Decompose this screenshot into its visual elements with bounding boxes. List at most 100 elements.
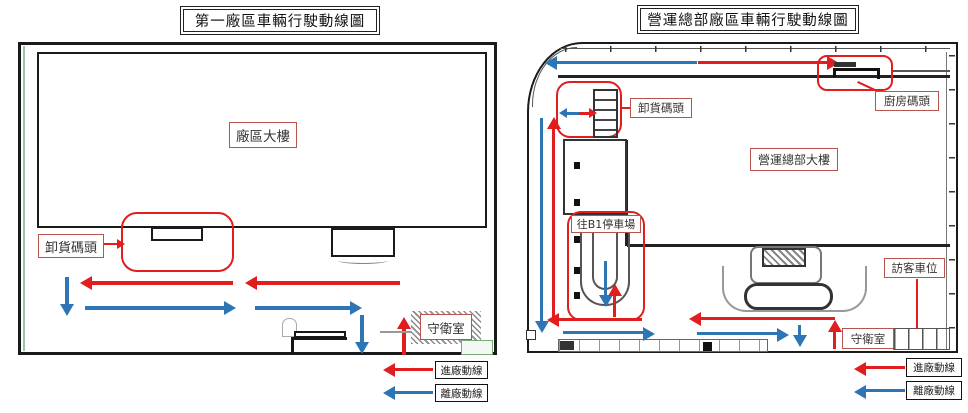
strip-structure <box>703 342 712 351</box>
gate-post <box>282 318 297 337</box>
factory-building <box>37 52 487 228</box>
exit-route-arrow-shaft <box>255 306 351 310</box>
legend-exit-arrow-head <box>854 385 866 399</box>
exit-route-arrow-head <box>355 342 369 354</box>
exit-route-arrow-shaft <box>798 325 801 336</box>
exit-route-arrow-shaft <box>567 112 579 115</box>
traffic-island <box>744 283 833 310</box>
entry-route-arrow-head <box>689 312 701 326</box>
kitchen-dock-highlight <box>817 55 893 91</box>
legend-exit-arrow-shaft <box>866 389 905 392</box>
entry-route-arrow-head <box>608 284 622 296</box>
exit-route-arrow-head <box>545 56 557 70</box>
unloading-dock-highlight <box>556 81 622 138</box>
entry-route-arrow-head <box>245 276 257 290</box>
legend-entry-arrow-shaft <box>395 368 433 371</box>
dock-label-connector <box>622 107 631 109</box>
dock-notch-2-arc <box>338 257 388 264</box>
parked-car <box>762 248 806 267</box>
entrance-road-curve <box>722 266 867 312</box>
bottom-parking-strip <box>558 339 768 352</box>
exit-route-arrow-head <box>777 328 789 342</box>
pillar <box>574 199 580 206</box>
exit-route-arrow-shaft <box>360 315 364 343</box>
entry-route-arrow-shaft <box>701 317 835 320</box>
visitor-parking-label: 訪客車位 <box>884 258 945 278</box>
pillar <box>574 292 580 299</box>
tower-block <box>563 139 627 215</box>
exit-route-arrow-shaft <box>563 331 644 334</box>
entry-route-arrow-shaft <box>552 129 555 321</box>
kitchen-dock-label: 廚房碼頭 <box>875 91 939 111</box>
gate-arm <box>294 331 346 338</box>
entry-route-arrow-head <box>80 276 92 290</box>
entry-route-arrow-head <box>547 313 559 327</box>
guard-road-line <box>380 331 412 333</box>
right-site-boundary <box>527 42 958 353</box>
boundary-inner-right-line <box>946 52 948 350</box>
pillar <box>574 267 580 274</box>
dock-notch-2 <box>331 228 395 257</box>
left-boundary-green-line <box>23 46 25 351</box>
exit-route-arrow-shaft <box>557 61 697 64</box>
right-diagram-title: 營運總部廠區車輛行駛動線圖 <box>636 4 860 35</box>
factory-building-label: 廠區大樓 <box>229 122 297 148</box>
hq-building-label: 營運總部大樓 <box>750 148 838 171</box>
left-site-boundary <box>18 42 497 355</box>
entry-route-arrow-shaft <box>698 61 828 64</box>
entry-route-arrow-head <box>828 320 842 332</box>
corner-green-structure <box>461 340 493 355</box>
visitor-parking-stalls <box>893 328 950 350</box>
exit-route-arrow-shaft <box>65 277 69 305</box>
left-diagram-title: 第一廠區車輛行駛動線圖 <box>179 5 381 36</box>
exit-route-arrow-shaft <box>85 306 225 310</box>
dock-notch-1 <box>151 227 203 241</box>
boundary-step-horizontal <box>291 337 347 340</box>
entry-route-arrow-shaft <box>402 329 406 355</box>
side-gate <box>526 330 536 340</box>
unloading-dock-highlight <box>121 212 234 272</box>
exit-route-arrow-shaft <box>604 261 607 297</box>
legend-entry-arrow-shaft <box>866 366 905 369</box>
visitor-label-connector <box>916 279 918 329</box>
hq-building-top-wall <box>558 75 950 78</box>
label-pointer-shaft <box>104 243 119 245</box>
b1-parking-label: 往B1停車場 <box>571 215 641 233</box>
entry-route-arrow-shaft <box>91 281 233 285</box>
label-pointer-head <box>117 239 125 249</box>
unloading-dock-label: 卸貨碼頭 <box>38 234 104 258</box>
exit-route-arrow-head <box>224 301 236 315</box>
top-wall-ticks <box>565 46 950 52</box>
wall-segment <box>893 70 950 72</box>
entry-route-arrow-head <box>397 317 411 329</box>
unloading-dock-label-right: 卸貨碼頭 <box>630 98 692 118</box>
legend-exit-label: 離廠動線 <box>906 381 962 400</box>
kitchen-dock-platform <box>834 62 856 67</box>
legend-entry-arrow-head <box>854 362 866 376</box>
entry-route-arrow-shaft <box>559 318 642 321</box>
entry-route-arrow-shaft <box>613 296 616 317</box>
exit-route-arrow-head <box>643 327 655 341</box>
exit-route-arrow-head <box>535 321 549 333</box>
exit-route-arrow-shaft <box>540 118 543 323</box>
entry-route-arrow-head <box>589 108 597 118</box>
legend-entry-label: 進廠動線 <box>906 358 962 377</box>
exit-route-arrow-shaft <box>697 332 778 335</box>
guard-room-label: 守衛室 <box>420 314 472 340</box>
pillar <box>574 162 580 169</box>
right-wall-ticks <box>949 55 955 350</box>
guard-room-label-right: 守衛室 <box>842 328 894 349</box>
exit-route-arrow-head <box>60 304 74 316</box>
kitchen-dock-wall <box>833 68 880 71</box>
legend-entry-label: 進廠動線 <box>435 361 488 379</box>
exit-route-arrow-head <box>599 295 613 307</box>
exit-route-arrow-head <box>793 335 807 347</box>
kitchen-dock-tick <box>833 68 836 77</box>
entry-route-arrow-head <box>547 117 561 129</box>
exit-route-arrow-head <box>350 301 362 315</box>
pillar <box>574 236 580 243</box>
entry-route-arrow-shaft <box>579 112 589 115</box>
legend-exit-label: 離廠動線 <box>435 384 488 402</box>
entry-route-arrow-shaft <box>256 281 400 285</box>
